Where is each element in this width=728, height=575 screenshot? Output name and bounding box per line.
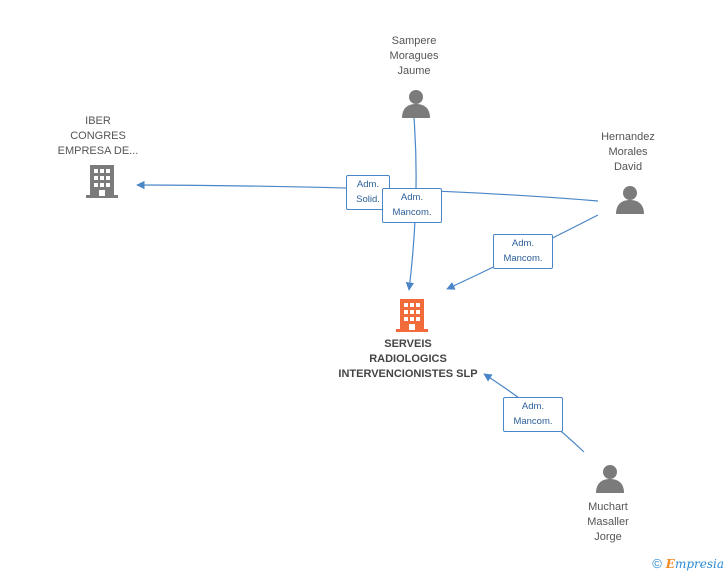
node-label-line: Jorge xyxy=(594,531,622,543)
node-label-line: David xyxy=(613,161,643,173)
node-label-serveis[interactable]: SERVEIS RADIOLOGICS INTERVENCIONISTES SL… xyxy=(308,337,508,382)
node-label-line: Jaume xyxy=(397,65,431,77)
edge-label-line: Adm. xyxy=(400,192,424,203)
edge-label-adm-mancom-hernandez: Adm. Mancom. xyxy=(493,234,553,269)
node-label-line: Masaller xyxy=(587,516,629,528)
edge-label-adm-mancom-muchart: Adm. Mancom. xyxy=(503,397,563,432)
node-label-line: Moragues xyxy=(389,50,439,62)
edge-label-line: Mancom. xyxy=(392,207,432,218)
brand-logo[interactable]: Empresia xyxy=(666,557,724,571)
node-label-line: CONGRES xyxy=(70,130,126,142)
edge-label-line: Adm. xyxy=(511,238,535,249)
node-label-sampere[interactable]: Sampere Moragues Jaume xyxy=(334,34,494,79)
edge-label-line: Adm. xyxy=(521,401,545,412)
node-label-iber[interactable]: IBER CONGRES EMPRESA DE... xyxy=(18,114,178,159)
edge-label-line: Mancom. xyxy=(503,253,543,264)
edge-label-line: Solid. xyxy=(356,194,380,205)
building-icon xyxy=(86,165,118,198)
copyright-symbol: © xyxy=(652,556,662,571)
edge-label-adm-mancom-sampere: Adm. Mancom. xyxy=(382,188,442,223)
edge-label-line: Adm. xyxy=(356,179,380,190)
brand-rest: mpresia xyxy=(674,556,724,571)
footer-brand: © Empresia xyxy=(652,556,724,571)
node-label-muchart[interactable]: Muchart Masaller Jorge xyxy=(528,500,688,545)
brand-initial: E xyxy=(665,556,675,571)
person-icon xyxy=(402,90,430,118)
node-label-line: IBER xyxy=(85,115,111,127)
node-label-line: Sampere xyxy=(391,35,437,47)
node-label-hernandez[interactable]: Hernandez Morales David xyxy=(548,130,708,175)
node-label-line: Morales xyxy=(608,146,648,158)
node-label-line: Muchart xyxy=(588,501,628,513)
person-icon xyxy=(596,465,624,493)
main-company-building-icon xyxy=(396,299,428,332)
node-label-line: SERVEIS xyxy=(384,338,432,350)
node-label-line: INTERVENCIONISTES SLP xyxy=(338,368,478,380)
node-label-line: RADIOLOGICS xyxy=(369,353,447,365)
person-icon xyxy=(616,186,644,214)
node-label-line: Hernandez xyxy=(601,131,655,143)
node-label-line: EMPRESA DE... xyxy=(57,145,139,157)
edge-label-line: Mancom. xyxy=(513,416,553,427)
